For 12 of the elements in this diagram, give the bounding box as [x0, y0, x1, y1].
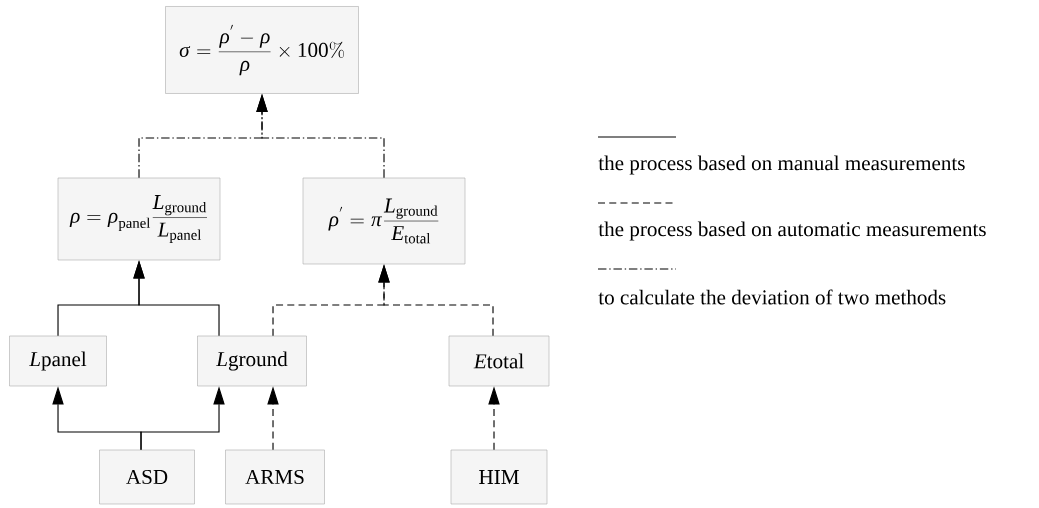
formula-box: $\rho^{'} = \pi \frac{L_{\mathrm{ground}}}{E_{\mathrm{total}}}$ [302, 177, 466, 265]
formula-box: $L\mathrm{panel}$ [9, 335, 107, 387]
legend-text: the process based on manual measurements [598, 155, 965, 175]
legend-text: to calculate the deviation of two methods [598, 289, 946, 305]
source-box: ASD [99, 449, 195, 505]
source-box: ARMS [225, 449, 325, 505]
formula-box: $E\mathrm{total}$ [448, 335, 550, 387]
formula-box: $L\mathrm{ground}$ [197, 335, 307, 387]
formula-box: $\sigma = \frac{\rho^{'} - \rho}{\rho} \times 100\%$ [165, 6, 359, 94]
legend-text: the process based on automatic measurements [598, 221, 986, 241]
formula-box: $\rho = \rho_{\mathrm{panel}} \frac{L_{\mathrm{ground}}}{L_{\mathrm{panel}}}$ [57, 177, 221, 261]
source-box: HIM [450, 449, 548, 505]
